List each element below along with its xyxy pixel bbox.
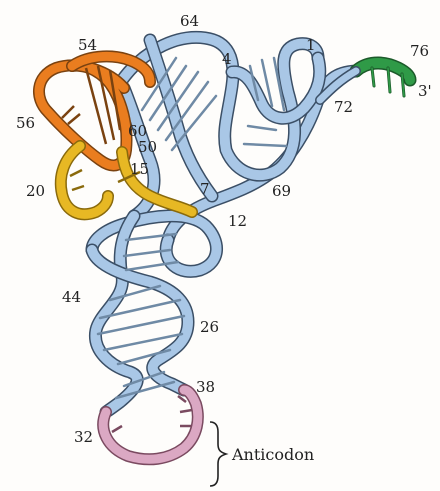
label-20: 20 (26, 182, 45, 200)
label-1: 1 (306, 36, 316, 54)
t-loop-rung (62, 106, 74, 118)
label-26: 26 (200, 318, 219, 336)
label-72: 72 (334, 98, 353, 116)
rung (98, 316, 184, 334)
d-loop (61, 146, 192, 214)
nucleotide-labels: 1 3' 4 7 12 15 20 26 32 38 44 50 54 56 6… (16, 12, 432, 446)
rung (244, 144, 286, 146)
backbone-strands (92, 37, 356, 412)
d-loop-rung (72, 186, 84, 190)
label-50: 50 (138, 138, 157, 156)
rung (248, 126, 276, 130)
label-12: 12 (228, 212, 247, 230)
label-15: 15 (130, 160, 149, 178)
label-3prime: 3' (418, 82, 432, 100)
anticodon-rung (180, 410, 192, 412)
label-56: 56 (16, 114, 35, 132)
label-32: 32 (74, 428, 93, 446)
anticodon-rung (112, 426, 122, 432)
label-76: 76 (410, 42, 429, 60)
cca-end (320, 63, 410, 100)
t-loop-rung (68, 114, 80, 124)
label-60: 60 (128, 122, 147, 140)
label-44: 44 (62, 288, 81, 306)
label-54: 54 (78, 36, 97, 54)
anticodon-brace (210, 422, 226, 486)
label-7: 7 (200, 180, 210, 198)
d-loop-rung (70, 170, 82, 176)
label-38: 38 (196, 378, 215, 396)
label-4: 4 (222, 50, 232, 68)
label-64: 64 (180, 12, 199, 30)
anticodon-rung (178, 396, 186, 402)
anticodon-label: Anticodon (231, 445, 314, 464)
label-69: 69 (272, 182, 291, 200)
